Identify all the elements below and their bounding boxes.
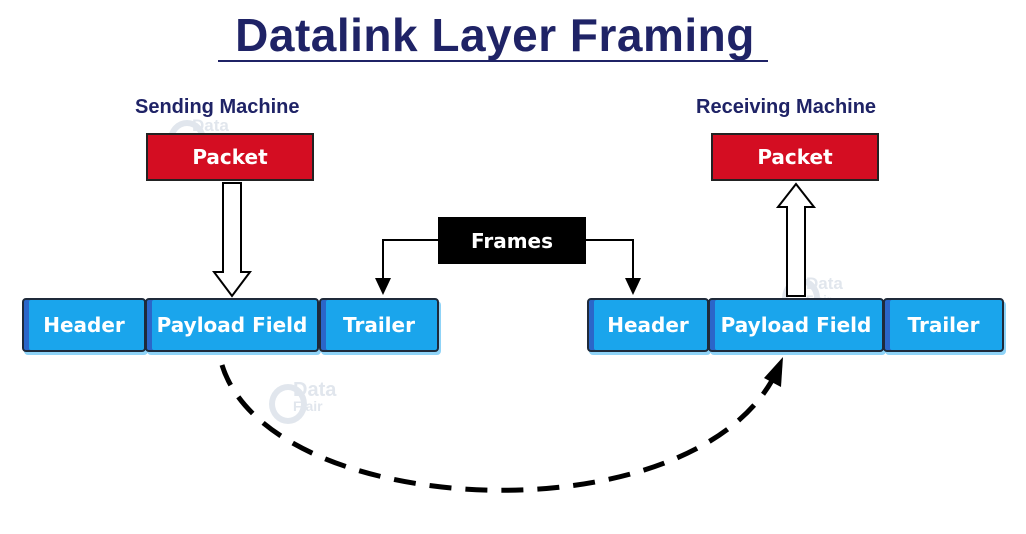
frames-label-box: Frames — [438, 217, 586, 264]
sender-down-arrow — [212, 182, 252, 298]
receiver-header-field: Header — [587, 298, 709, 352]
diagram-title: Datalink Layer Framing — [235, 9, 755, 61]
receiver-trailer-field: Trailer — [883, 298, 1004, 352]
transmission-arrowhead — [764, 357, 783, 387]
sending-machine-label: Sending Machine — [135, 96, 300, 118]
sender-trailer-field: Trailer — [319, 298, 439, 352]
watermark-mark-icon — [269, 384, 307, 424]
title-underline — [218, 60, 768, 62]
watermark-logo: Data Flair — [269, 380, 336, 424]
frames-left-arrow — [382, 239, 438, 282]
frames-right-arrow — [586, 239, 634, 282]
sender-payload-field: Payload Field — [145, 298, 319, 352]
frames-left-arrowhead — [375, 278, 391, 295]
transmission-dashed-curve — [219, 364, 778, 493]
receiver-up-arrow — [775, 182, 817, 297]
sender-header-field: Header — [22, 298, 146, 352]
sender-packet: Packet — [146, 133, 314, 181]
frames-right-arrowhead — [625, 278, 641, 295]
receiver-packet: Packet — [711, 133, 879, 181]
receiving-machine-label: Receiving Machine — [696, 96, 877, 118]
